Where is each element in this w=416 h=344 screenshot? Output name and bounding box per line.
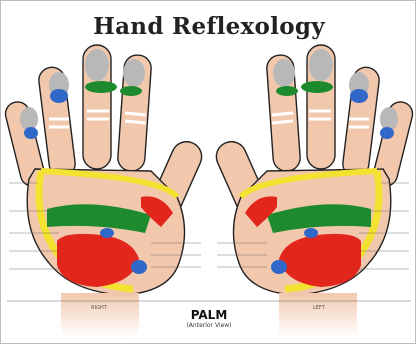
left-hand	[3, 45, 206, 337]
right-eye-zone	[301, 81, 333, 93]
left-eye-zone	[85, 81, 117, 93]
left-hand-tag: RIGHT	[79, 305, 119, 311]
palm-label: PALM	[159, 308, 259, 322]
right-hand-tag: LEFT	[299, 305, 339, 311]
right-hand	[212, 45, 415, 337]
palm-sublabel: (Anterior View)	[159, 322, 259, 329]
